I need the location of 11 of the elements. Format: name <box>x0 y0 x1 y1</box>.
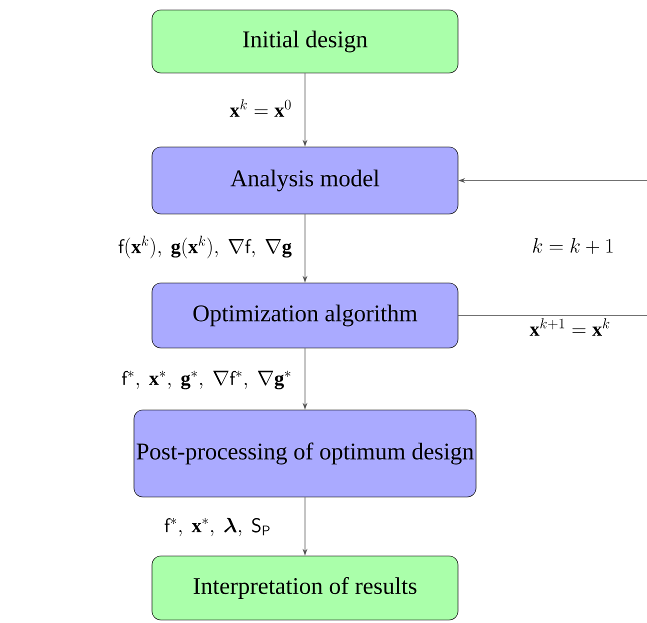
edge-label: $\mathbf{x}^k = \mathbf{x}^0$ <box>230 99 291 117</box>
edge-label: $\mathbf{x}^{k+1} = \mathbf{x}^k$ <box>530 318 610 336</box>
process-box: Initial design <box>152 10 458 74</box>
process-box: Analysis model <box>152 146 458 214</box>
counter-update: $k = k + 1$ <box>533 238 613 254</box>
edge-label: $\mathsf{f}^*,\ \mathbf{x}^*,\ \boldsymbol{\lambda},\ \mathsf{S}_\mathsf{P}$ <box>164 518 270 536</box>
edge-label: $\mathsf{f}^*,\ \mathbf{x}^*,\ \mathbf{g}^*,\ \nabla\mathsf{f}^*,\ \nabla\mathbf{g}^*$ <box>122 370 290 390</box>
process-box: Interpretation of results <box>152 556 458 620</box>
process-box: Optimization algorithm <box>152 282 458 348</box>
edge-label: $\mathsf{f}(\mathbf{x}^k),\ \mathbf{g}(\mathbf{x}^k),\ \nabla\mathsf{f},\ \nabla\mathbf{g}$ <box>118 236 292 258</box>
process-box: Post-processing of optimum design <box>134 410 476 498</box>
